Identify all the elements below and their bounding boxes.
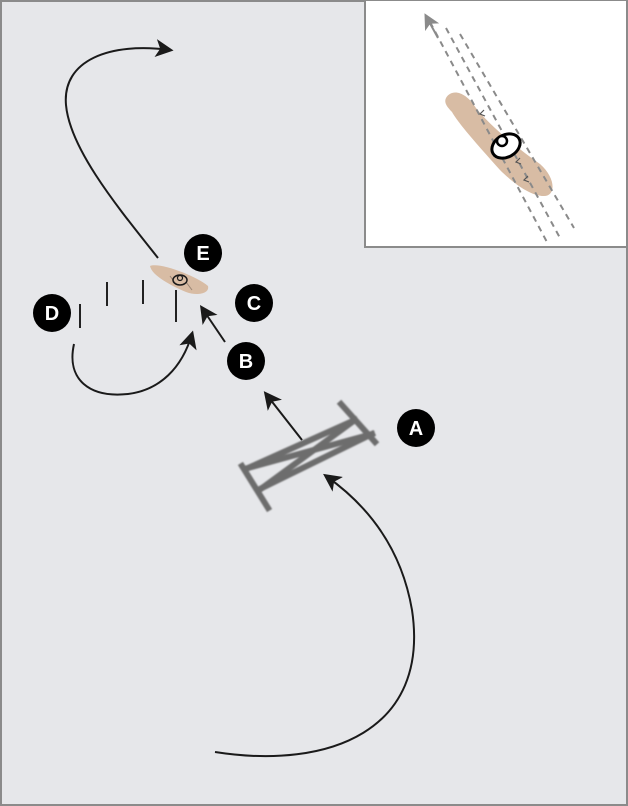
marker-b: B bbox=[227, 342, 265, 380]
b-to-c-arrow bbox=[199, 305, 226, 343]
marker-c-label: C bbox=[247, 293, 261, 315]
marker-d-label: D bbox=[45, 303, 59, 325]
marker-b-label: B bbox=[239, 351, 253, 373]
inset-chevrons bbox=[478, 109, 530, 183]
marker-c: C bbox=[235, 284, 273, 322]
runway-to-b-arrow bbox=[263, 391, 303, 441]
d-loop-arrow bbox=[71, 330, 197, 396]
departure-path-arrow bbox=[64, 39, 174, 259]
inset-panel bbox=[364, 0, 628, 248]
inset-direction-arrow bbox=[424, 13, 440, 39]
marker-e: E bbox=[184, 234, 222, 272]
tick-marks bbox=[79, 280, 177, 328]
inset-dashed-guides bbox=[429, 21, 575, 245]
marker-d: D bbox=[33, 294, 71, 332]
marker-e-label: E bbox=[196, 243, 209, 265]
crossed-runway-icon bbox=[237, 399, 380, 513]
inset-saucer-icon bbox=[490, 132, 522, 160]
approach-path-arrow bbox=[214, 473, 415, 758]
marker-a-label: A bbox=[409, 418, 423, 440]
marker-a: A bbox=[397, 409, 435, 447]
saucer-icon bbox=[172, 274, 188, 286]
